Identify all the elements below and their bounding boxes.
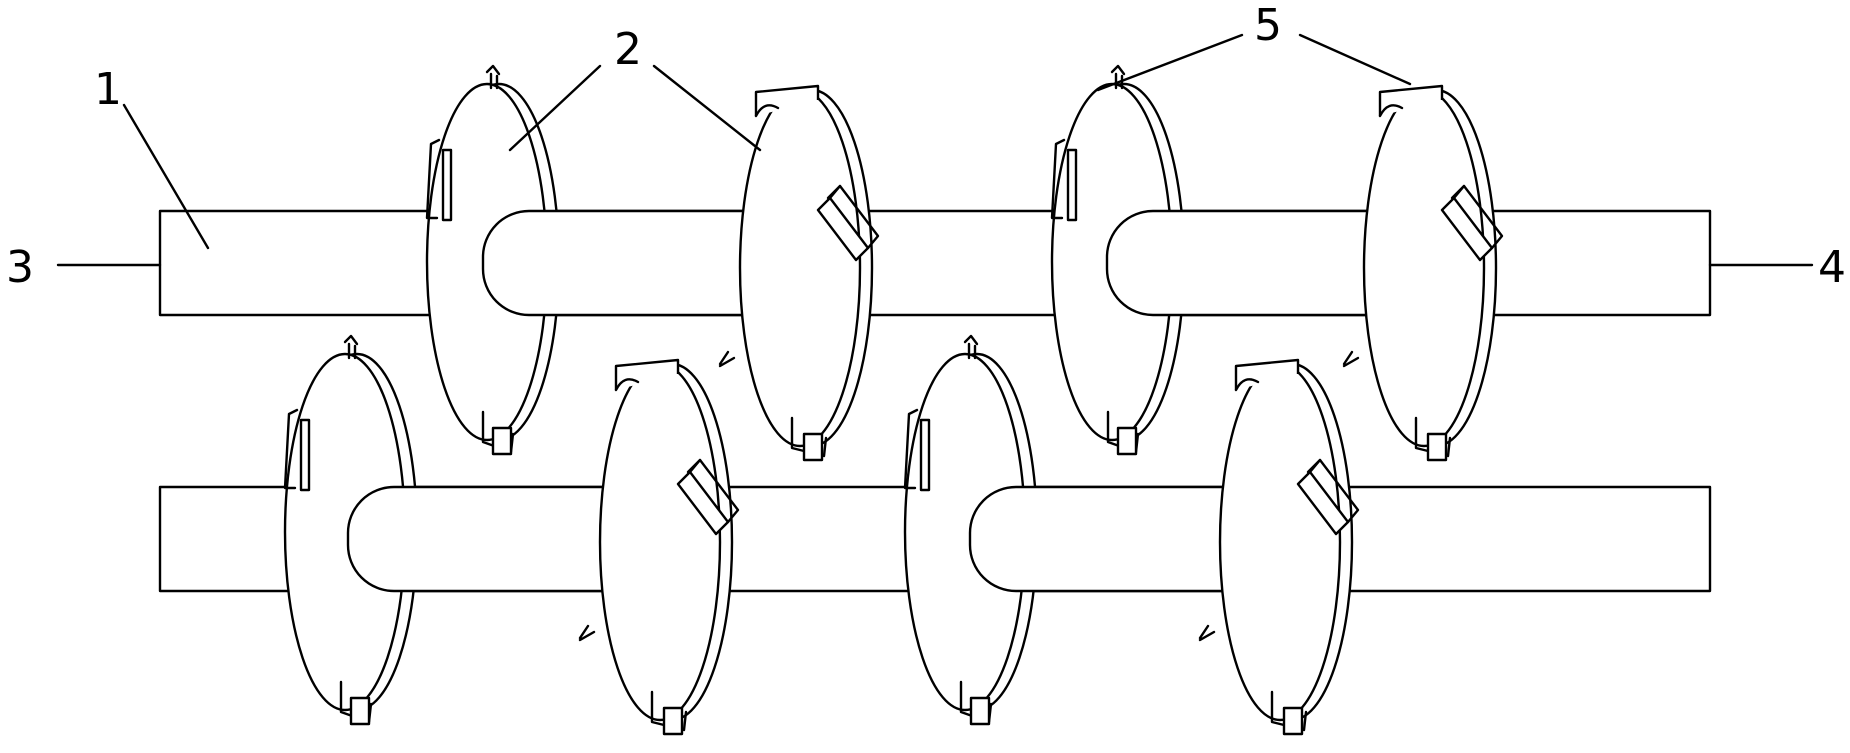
lower-disc-2 (578, 358, 740, 736)
leader-lines (56, 33, 1814, 267)
upper-disc-2 (718, 84, 880, 462)
callout-4: 4 (1818, 242, 1846, 293)
callout-2: 2 (614, 24, 642, 75)
callout-5: 5 (1254, 0, 1282, 51)
callout-3: 3 (6, 242, 34, 293)
upper-screw-assembly (158, 64, 1712, 462)
callout-1: 1 (94, 64, 122, 115)
upper-disc-4 (1342, 84, 1504, 462)
lower-screw-assembly (158, 334, 1712, 736)
lower-disc-4 (1198, 358, 1360, 736)
